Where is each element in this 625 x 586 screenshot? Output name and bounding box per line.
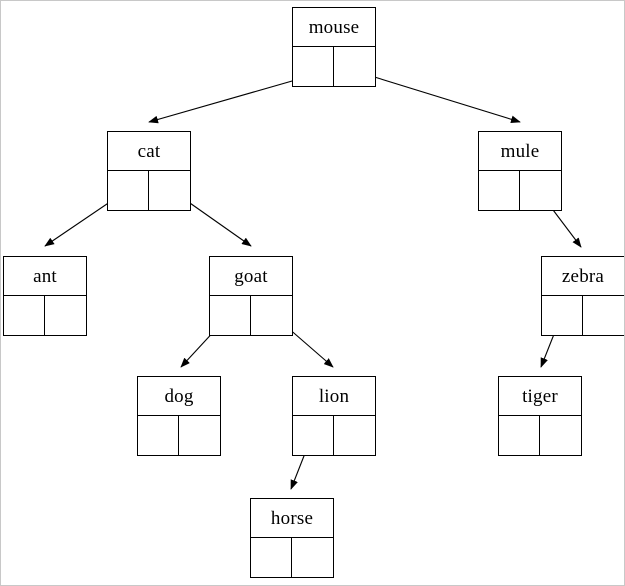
node-label-ant: ant — [4, 257, 86, 296]
right-pointer-cell-mule — [520, 171, 561, 210]
right-pointer-cell-zebra — [583, 296, 624, 335]
left-pointer-cell-cat — [108, 171, 149, 210]
left-pointer-cell-horse — [251, 538, 292, 577]
left-pointer-cell-ant — [4, 296, 45, 335]
node-label-lion: lion — [293, 377, 375, 416]
left-pointer-cell-mule — [479, 171, 520, 210]
edge-mouse-left-to-cat — [148, 74, 314, 124]
node-label-tiger: tiger — [499, 377, 581, 416]
node-pointers-goat — [210, 296, 292, 335]
node-pointers-horse — [251, 538, 333, 577]
tree-node-horse: horse — [250, 498, 334, 578]
right-pointer-cell-horse — [292, 538, 333, 577]
tree-node-zebra: zebra — [541, 256, 624, 336]
edge-mouse-right-to-mule — [354, 70, 521, 124]
tree-node-tiger: tiger — [498, 376, 582, 456]
left-pointer-cell-lion — [293, 416, 334, 455]
right-pointer-cell-goat — [251, 296, 292, 335]
tree-node-ant: ant — [3, 256, 87, 336]
node-label-dog: dog — [138, 377, 220, 416]
right-pointer-cell-cat — [149, 171, 190, 210]
node-pointers-cat — [108, 171, 190, 210]
tree-node-goat: goat — [209, 256, 293, 336]
left-pointer-cell-goat — [210, 296, 251, 335]
node-label-cat: cat — [108, 132, 190, 171]
right-pointer-cell-dog — [179, 416, 220, 455]
node-label-horse: horse — [251, 499, 333, 538]
tree-node-lion: lion — [292, 376, 376, 456]
node-label-mouse: mouse — [293, 8, 375, 47]
node-pointers-ant — [4, 296, 86, 335]
node-pointers-mouse — [293, 47, 375, 86]
node-pointers-dog — [138, 416, 220, 455]
node-pointers-tiger — [499, 416, 581, 455]
right-pointer-cell-lion — [334, 416, 375, 455]
left-pointer-cell-zebra — [542, 296, 583, 335]
right-pointer-cell-ant — [45, 296, 86, 335]
left-pointer-cell-mouse — [293, 47, 334, 86]
left-pointer-cell-dog — [138, 416, 179, 455]
tree-node-mule: mule — [478, 131, 562, 211]
node-label-goat: goat — [210, 257, 292, 296]
node-pointers-zebra — [542, 296, 624, 335]
left-pointer-cell-tiger — [499, 416, 540, 455]
tree-node-dog: dog — [137, 376, 221, 456]
tree-node-cat: cat — [107, 131, 191, 211]
tree-node-mouse: mouse — [292, 7, 376, 87]
node-label-zebra: zebra — [542, 257, 624, 296]
right-pointer-cell-tiger — [540, 416, 581, 455]
node-label-mule: mule — [479, 132, 561, 171]
node-pointers-lion — [293, 416, 375, 455]
right-pointer-cell-mouse — [334, 47, 375, 86]
node-pointers-mule — [479, 171, 561, 210]
